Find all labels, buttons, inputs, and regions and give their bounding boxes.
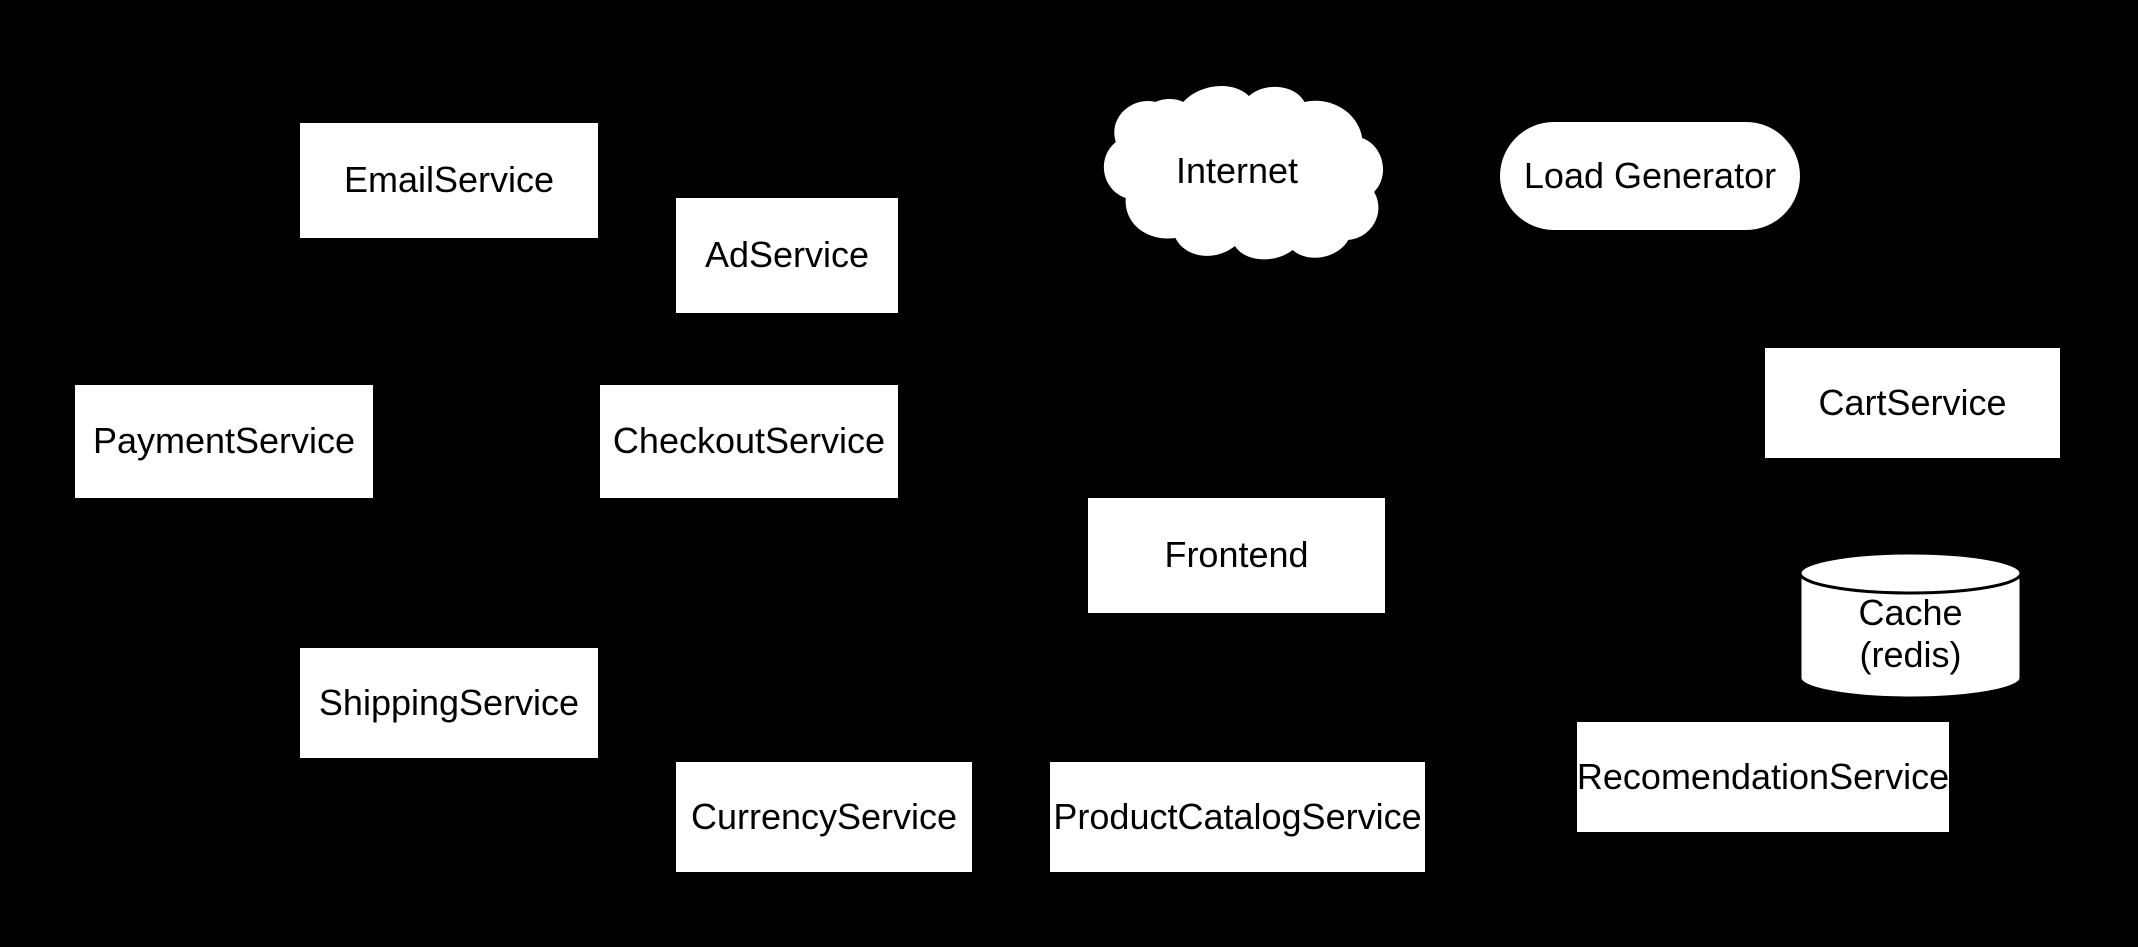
node-product-catalog-service[interactable]: ProductCatalogService: [1050, 762, 1425, 872]
node-label-recomendation-service: RecomendationService: [1576, 755, 1950, 797]
node-internet[interactable]: Internet: [1088, 80, 1386, 262]
node-email-service[interactable]: EmailService: [300, 123, 598, 238]
node-label-cart-service: CartService: [1818, 381, 2007, 423]
node-label-frontend: Frontend: [1164, 534, 1309, 576]
node-label-currency-service: CurrencyService: [690, 795, 958, 837]
node-label-load-generator: Load Generator: [1523, 154, 1777, 196]
node-checkout-service[interactable]: CheckoutService: [600, 385, 898, 498]
node-label-product-catalog-service: ProductCatalogService: [1053, 795, 1422, 837]
node-label-checkout-service: CheckoutService: [612, 420, 886, 462]
node-shipping-service[interactable]: ShippingService: [300, 648, 598, 758]
node-label-email-service: EmailService: [343, 159, 555, 201]
node-recomendation-service[interactable]: RecomendationService: [1577, 722, 1949, 832]
node-cart-service[interactable]: CartService: [1765, 348, 2060, 458]
node-frontend[interactable]: Frontend: [1088, 498, 1385, 613]
node-ad-service[interactable]: AdService: [676, 198, 898, 313]
node-label-payment-service: PaymentService: [92, 420, 356, 462]
node-load-generator[interactable]: Load Generator: [1500, 122, 1800, 230]
node-label-internet: Internet: [1175, 149, 1299, 191]
node-label-shipping-service: ShippingService: [318, 681, 580, 723]
node-payment-service[interactable]: PaymentService: [75, 385, 373, 498]
node-currency-service[interactable]: CurrencyService: [676, 762, 972, 872]
node-label-cache-redis: Cache (redis): [1858, 591, 1963, 675]
node-label-ad-service: AdService: [704, 234, 870, 276]
cloud-icon: [1088, 80, 1386, 262]
database-cylinder-icon: [1798, 553, 2023, 698]
node-cache-redis[interactable]: Cache (redis): [1798, 553, 2023, 698]
